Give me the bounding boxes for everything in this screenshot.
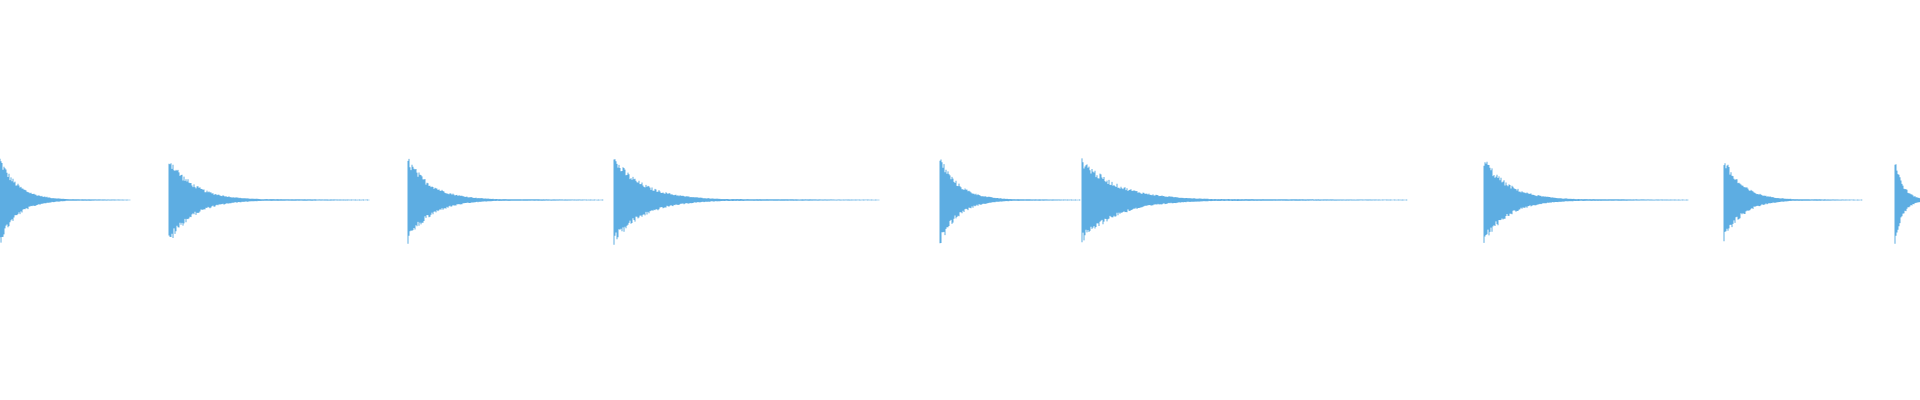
waveform-hit-envelope — [407, 158, 604, 244]
waveform-hit-envelope — [1483, 161, 1689, 243]
waveform-hit-7 — [1483, 161, 1689, 243]
waveform-hit-5 — [939, 159, 1081, 244]
waveform-hit-envelope — [939, 159, 1081, 244]
waveform-hit-envelope — [1081, 158, 1408, 243]
waveform-hit-4 — [613, 159, 880, 245]
waveform-hit-3 — [407, 158, 604, 244]
waveform-hit-1 — [0, 158, 131, 243]
waveform-hit-envelope — [613, 159, 880, 245]
waveform-hit-envelope — [1723, 163, 1863, 242]
waveform-hit-envelope — [168, 163, 370, 238]
waveform-hit-envelope — [0, 158, 131, 243]
waveform-hit-9 — [1894, 164, 1920, 244]
waveform-hits — [0, 158, 1920, 245]
waveform-hit-8 — [1723, 163, 1863, 242]
waveform-hit-6 — [1081, 158, 1408, 243]
waveform-hit-envelope — [1894, 164, 1920, 244]
waveform-hit-2 — [168, 163, 370, 238]
